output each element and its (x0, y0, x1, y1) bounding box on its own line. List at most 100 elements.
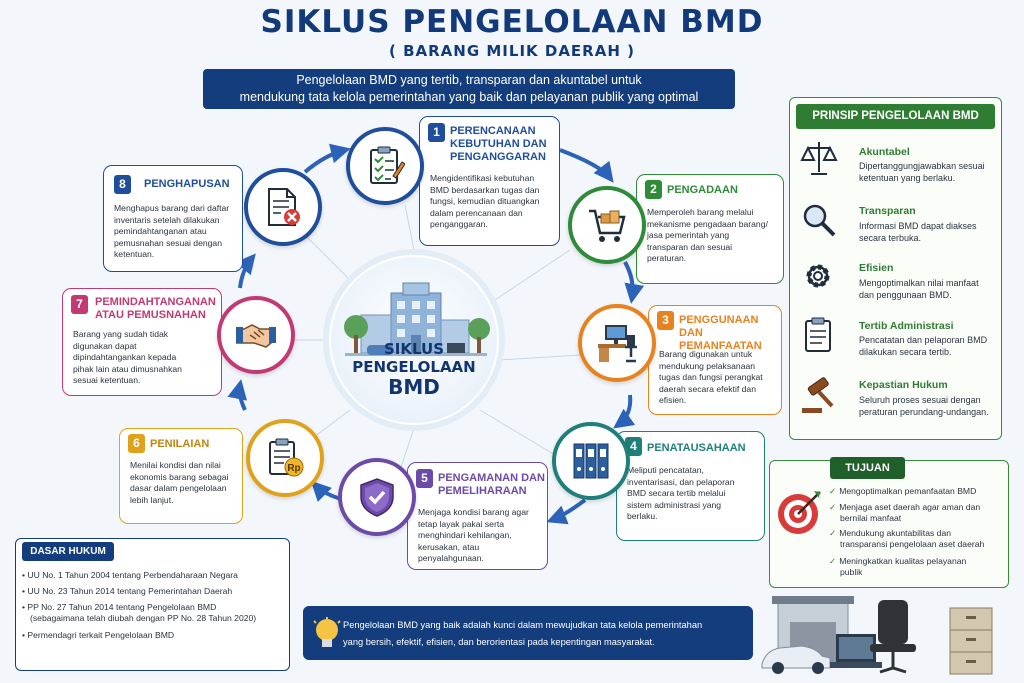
stage-2-title: PENGADAAN (667, 184, 738, 196)
center-circle (329, 255, 499, 425)
tujuan-item-1: ✓Mengoptimalkan pemanfaatan BMD (829, 486, 977, 496)
center-line-2: PENGELOLAAN (352, 358, 476, 376)
svg-text:Rp: Rp (287, 463, 300, 474)
arrow-3-4 (613, 394, 636, 429)
office-chair-icon (870, 600, 916, 674)
stage-6-number: 6 (128, 434, 145, 453)
filing-cabinet-icon (949, 607, 993, 675)
center-line-1: SIKLUS (383, 340, 444, 358)
dasar-item-1: • UU No. 1 Tahun 2004 tentang Perbendaha… (22, 570, 238, 580)
prinsip-name-3: Efisien (859, 262, 894, 274)
page-title: SIKLUS PENGELOLAAN BMD (260, 4, 764, 40)
stage-1-number: 1 (428, 123, 445, 142)
asset-illustration (761, 596, 993, 675)
stage-8-title: PENGHAPUSAN (144, 178, 230, 190)
stage-4-title: PENATAUSAHAAN (647, 442, 746, 454)
document-delete-icon (268, 188, 300, 226)
stage-3-number: 3 (657, 311, 674, 330)
arrow-6-7 (227, 379, 248, 411)
center-title: SIKLUS PENGELOLAAN BMD (329, 340, 499, 399)
scale-icon (800, 142, 838, 175)
header-banner: Pengelolaan BMD yang tertib, transparan … (203, 69, 735, 109)
footer-banner (303, 606, 753, 660)
footer-text: Pengelolaan BMD yang baik adalah kunci d… (343, 617, 743, 651)
shopping-cart-icon (589, 209, 626, 242)
dasar-item-3: • PP No. 27 Tahun 2014 tentang Pengelola… (22, 602, 257, 623)
stage-5-icon-circle (338, 458, 416, 536)
center-line-3: BMD (388, 375, 440, 399)
arrow-4-5 (546, 498, 587, 525)
handshake-icon (236, 324, 276, 348)
magnifier-icon (803, 204, 836, 237)
stage-8-icon-circle (244, 168, 322, 246)
gavel-icon (802, 377, 834, 413)
stage-4-icon-circle (552, 422, 630, 500)
prinsip-icons (800, 142, 838, 413)
target-icon (778, 491, 821, 534)
tujuan-heading: TUJUAN (830, 457, 905, 479)
dasar-item-2: • UU No. 23 Tahun 2014 tentang Pemerinta… (22, 586, 233, 596)
stage-2-icon-circle (568, 186, 646, 264)
dasar-item-4: • Permendagri terkait Pengelolaan BMD (22, 630, 175, 640)
stage-2-number: 2 (645, 180, 662, 199)
stage-4-desc: Meliputi pencatatan,inventarisasi, dan p… (627, 465, 735, 521)
stage-8-number: 8 (114, 175, 131, 194)
stage-4-number: 4 (625, 437, 642, 456)
shield-check-icon (360, 478, 394, 517)
stage-1-icon-circle (346, 127, 424, 205)
government-building-icon (344, 282, 490, 356)
prinsip-name-5: Kepastian Hukum (859, 379, 948, 391)
arrow-7-8 (235, 253, 256, 289)
stage-3-icon-circle (578, 304, 656, 382)
arrow-2-3 (623, 261, 645, 304)
banner-line-2: mendukung tata kelola pemerintahan yang … (239, 90, 699, 104)
prinsip-name-4: Tertib Administrasi (859, 320, 954, 332)
prinsip-name-2: Transparan (859, 205, 916, 217)
office-desk-icon (598, 325, 637, 363)
lightbulb-icon (313, 617, 341, 647)
dasar-hukum-heading: DASAR HUKUM (22, 542, 114, 561)
clipboard-checklist-icon (370, 146, 405, 184)
stage-6-title: PENILAIAN (150, 438, 210, 450)
gear-icon (806, 264, 830, 288)
car-icon (761, 645, 831, 674)
stage-5-number: 5 (416, 469, 433, 488)
stage-7-icon-circle (217, 296, 295, 374)
stage-4-card: 4 PENATAUSAHAAN Meliputi pencatatan,inve… (616, 431, 765, 541)
stage-8-card: 8 PENGHAPUSAN Menghapus barang dari daft… (103, 165, 243, 272)
prinsip-name-1: Akuntabel (859, 146, 910, 158)
stage-6-icon-circle: Rp (246, 419, 324, 497)
page-subtitle: ( BARANG MILIK DAERAH ) (389, 42, 635, 60)
laptop-icon (830, 634, 882, 668)
banner-line-1: Pengelolaan BMD yang tertib, transparan … (296, 73, 642, 87)
clipboard-icon (805, 317, 831, 352)
footer-line-2: yang bersih, efektif, efisien, dan beror… (343, 637, 655, 647)
arrow-8-1 (303, 143, 351, 174)
stage-7-number: 7 (71, 295, 88, 314)
